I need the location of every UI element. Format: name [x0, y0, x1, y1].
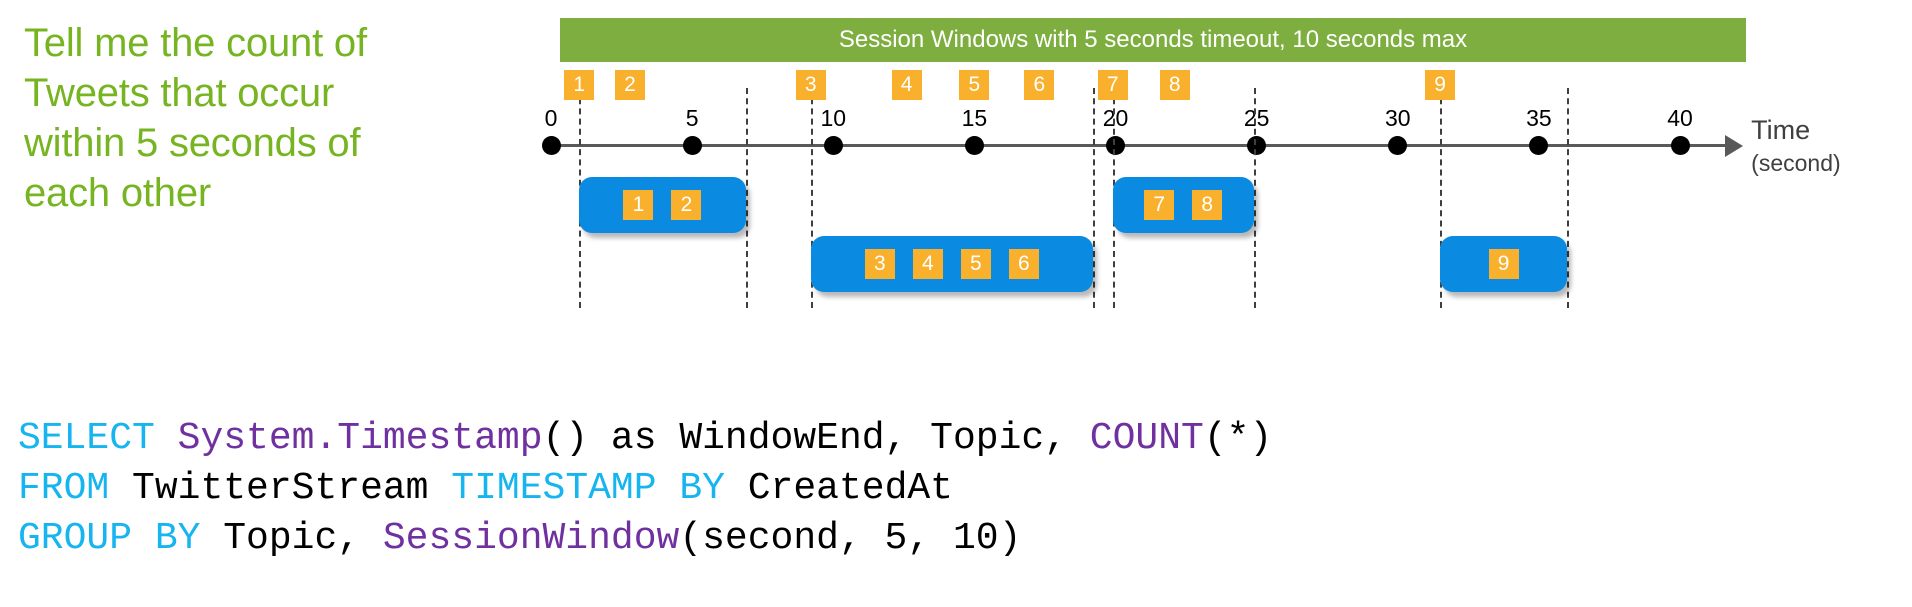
event-marker: 2: [615, 70, 646, 100]
session-event-badge: 8: [1192, 190, 1223, 220]
session-boundary-line: [810, 88, 813, 308]
axis-tick-dot: [682, 135, 702, 155]
session-event-badge: 7: [1144, 190, 1175, 220]
sql-line: SELECT System.Timestamp() as WindowEnd, …: [18, 414, 1272, 464]
axis-tick-label: 30: [1384, 105, 1411, 131]
axis-tick-label: 20: [1102, 105, 1129, 131]
sql-token: SessionWindow: [382, 517, 680, 560]
session-window-diagram: Session Windows with 5 seconds timeout, …: [541, 18, 1841, 308]
session-window-box: [810, 236, 1093, 292]
session-event-badge: 9: [1488, 249, 1519, 279]
session-window-box: [579, 177, 746, 233]
axis-tick-dot: [1106, 135, 1125, 155]
axis-tick-dot: [1388, 135, 1408, 155]
diagram-banner-label: Session Windows with 5 seconds timeout, …: [838, 26, 1468, 53]
sql-token: FROM: [18, 467, 133, 510]
event-marker: 3: [795, 70, 826, 100]
session-boundary-line: [1253, 88, 1256, 308]
sql-token: GROUP BY: [18, 517, 224, 560]
diagram-banner: Session Windows with 5 seconds timeout, …: [560, 18, 1746, 62]
sql-token: TwitterStream: [132, 467, 452, 510]
axis-tick-label: 0: [544, 105, 558, 131]
session-event-badge: 2: [671, 190, 702, 220]
sql-token: SELECT: [18, 417, 178, 460]
axis-tick-dot: [964, 135, 984, 155]
axis-tick-label: 10: [820, 105, 847, 131]
sql-query-block: SELECT System.Timestamp() as WindowEnd, …: [18, 414, 1272, 564]
session-boundary-line: [1440, 88, 1443, 308]
axis-tick-label: 5: [685, 105, 699, 131]
axis-tick-dot: [823, 135, 843, 155]
sql-token: System.Timestamp: [177, 417, 543, 460]
sql-token: Topic,: [223, 517, 383, 560]
event-marker: 6: [1024, 70, 1055, 100]
session-window-box: [1112, 177, 1254, 233]
axis-subtitle: (second): [1751, 150, 1841, 176]
session-event-badge: 4: [912, 249, 943, 279]
sql-token: TIMESTAMP BY: [451, 467, 748, 510]
sql-line: GROUP BY Topic, SessionWindow(second, 5,…: [18, 514, 1272, 564]
event-marker: 4: [891, 70, 922, 100]
axis-line: [551, 144, 1726, 147]
sql-token: COUNT: [1089, 417, 1204, 460]
session-event-badge: 3: [864, 249, 895, 279]
session-event-badge: 6: [1008, 249, 1039, 279]
axis-tick-dot: [541, 135, 561, 155]
event-marker: 5: [959, 70, 990, 100]
axis-arrow-icon: [1725, 135, 1744, 157]
event-marker: 7: [1097, 70, 1128, 100]
sql-token: (*): [1203, 417, 1273, 460]
sql-line: FROM TwitterStream TIMESTAMP BY CreatedA…: [18, 464, 1272, 514]
event-marker: 8: [1159, 70, 1190, 100]
sql-token: () as WindowEnd, Topic,: [542, 417, 1090, 460]
caption-text: Tell me the count of Tweets that occur w…: [24, 21, 378, 215]
axis-title: Time: [1751, 115, 1811, 145]
session-boundary-line: [745, 88, 748, 308]
sql-token: CreatedAt: [747, 467, 953, 510]
session-event-badge: 1: [623, 190, 654, 220]
sql-token: (second, 5, 10): [679, 517, 1022, 560]
session-event-badge: 5: [960, 249, 991, 279]
session-boundary-line: [1567, 88, 1570, 308]
axis-tick-label: 35: [1526, 105, 1552, 131]
event-marker: 1: [564, 70, 595, 100]
axis-tick-label: 15: [961, 105, 988, 131]
axis-tick-dot: [1670, 135, 1690, 155]
axis-tick-label: 25: [1243, 105, 1270, 131]
axis-tick-dot: [1247, 135, 1267, 155]
event-marker: 9: [1425, 70, 1456, 100]
session-boundary-line: [1092, 88, 1095, 308]
axis-tick-label: 40: [1667, 105, 1693, 131]
axis-tick-dot: [1529, 135, 1549, 155]
